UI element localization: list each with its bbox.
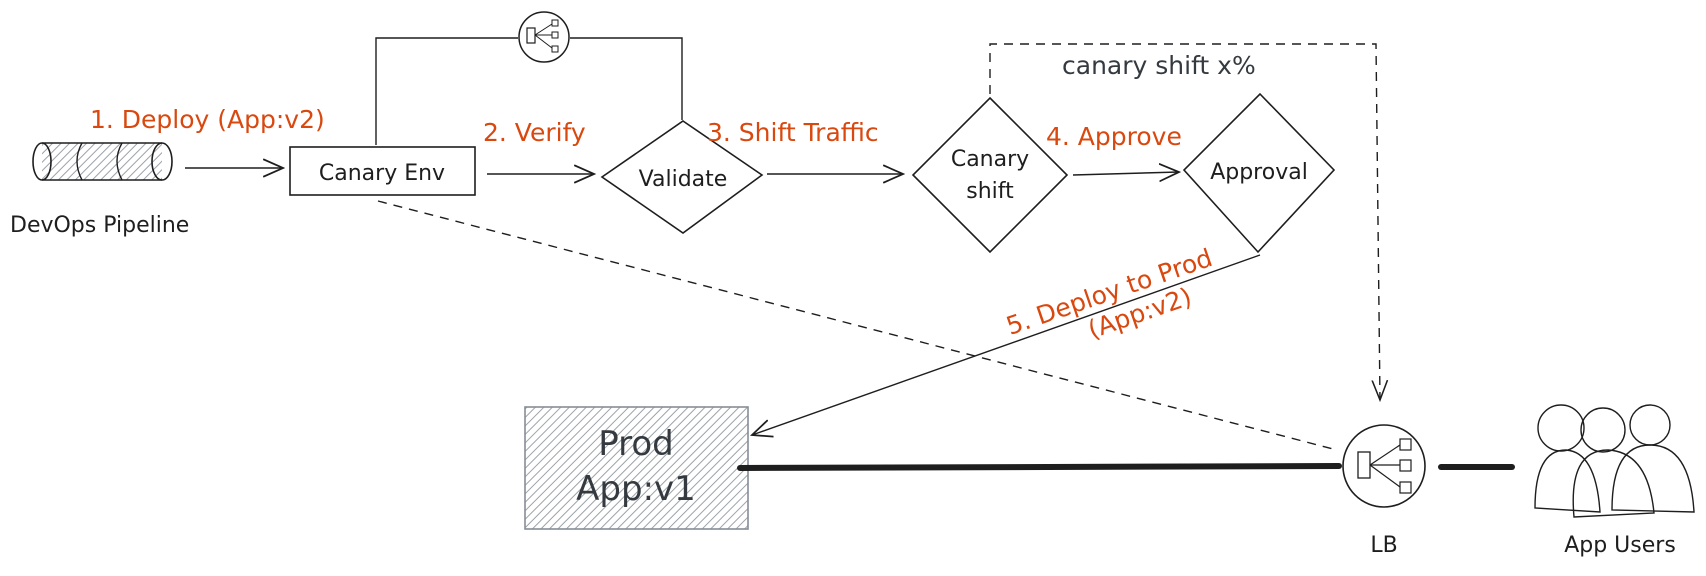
users-group-icon[interactable] xyxy=(1534,404,1695,518)
edge-canary-shift-to-approval xyxy=(1072,172,1179,175)
top-load-balancer-icon xyxy=(518,11,570,63)
edge-canary-to-top-lb xyxy=(375,37,518,145)
validate-node[interactable]: Validate xyxy=(600,120,764,234)
edge-canary-env-to-lb xyxy=(377,200,1338,451)
prod-label-line1: Prod xyxy=(598,424,674,464)
edge-approval-to-prod xyxy=(752,254,1261,435)
canary-shift-note: canary shift x% xyxy=(1062,51,1256,80)
canary-shift-node[interactable]: Canary shift xyxy=(911,96,1069,254)
users-label: App Users xyxy=(1564,533,1676,558)
edge-prod-to-lb xyxy=(737,463,1342,471)
prod-label-line2: App:v1 xyxy=(576,469,696,509)
edge-top-lb-to-validate xyxy=(570,37,683,120)
pipeline-cylinder-icon xyxy=(32,142,173,181)
validate-label: Validate xyxy=(639,167,728,192)
load-balancer-icon[interactable] xyxy=(1342,424,1426,508)
canary-env-label: Canary Env xyxy=(319,161,445,186)
canary-shift-label-line1: Canary xyxy=(951,147,1029,172)
canary-shift-label-line2: shift xyxy=(966,179,1014,204)
edge-canary-shift-to-lb xyxy=(989,43,1380,400)
step1-label: 1. Deploy (App:v2) xyxy=(90,105,325,134)
pipeline-label: DevOps Pipeline xyxy=(10,213,189,238)
prod-node[interactable]: Prod App:v1 xyxy=(524,406,749,530)
step2-label: 2. Verify xyxy=(483,118,586,147)
lb-label: LB xyxy=(1370,533,1397,558)
step4-label: 4. Approve xyxy=(1046,122,1182,151)
step3-label: 3. Shift Traffic xyxy=(707,118,879,147)
approval-label: Approval xyxy=(1210,160,1308,185)
approval-node[interactable]: Approval xyxy=(1182,92,1336,254)
canary-env-node[interactable]: Canary Env xyxy=(289,146,476,196)
